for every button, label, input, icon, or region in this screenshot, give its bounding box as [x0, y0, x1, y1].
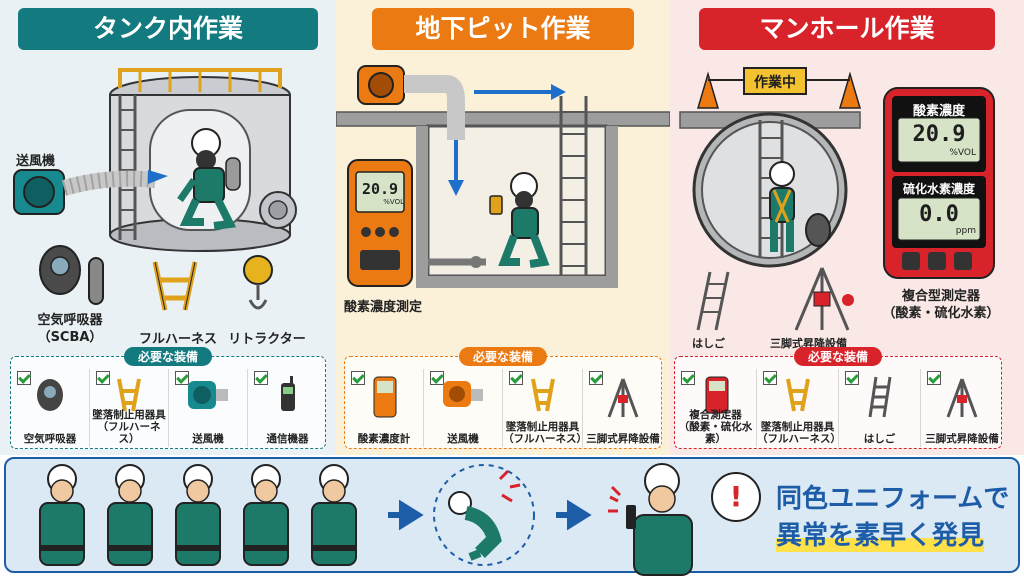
oxygen-measure-label: 酸素濃度測定: [344, 300, 423, 315]
checkbox-icon: [175, 371, 189, 385]
tripod-icon: [607, 378, 639, 418]
fan-icon: [188, 381, 228, 409]
checkbox-icon: [351, 371, 365, 385]
equipment-label: 酸素濃度計: [357, 433, 411, 445]
manhole-required-title: 必要な装備: [793, 347, 883, 366]
checkbox-icon: [254, 371, 268, 385]
arrow-right-icon: [388, 499, 424, 531]
oxygen-meter-icon: [373, 376, 397, 418]
arrow-right-icon: [556, 499, 592, 531]
tank-scene-illustration: [13, 68, 297, 311]
checkbox-icon: [509, 371, 523, 385]
oxygen-unit: %VOL: [949, 148, 976, 158]
alert-icon: !: [729, 480, 743, 513]
equipment-item: 墜落制止用器具 （フルハーネス）: [90, 369, 169, 447]
radio-icon: [280, 376, 295, 411]
oxygen-value: 20.9: [912, 122, 966, 147]
ladder-label: はしご: [692, 337, 725, 350]
equipment-item: 空気呼吸器: [11, 369, 90, 447]
fan-label: 送風機: [16, 154, 56, 169]
checkbox-icon: [763, 371, 777, 385]
tripod-icon: [946, 378, 978, 418]
multi-gas-meter-caption: 複合型測定器 （酸素・硫化水素）: [882, 289, 1000, 321]
checkbox-icon: [589, 371, 603, 385]
slogan-line-2: 異常を素早く発見: [776, 515, 985, 552]
worker-figure: [39, 464, 85, 566]
checkbox-icon: [430, 371, 444, 385]
highlight-circle: [433, 464, 535, 566]
work-in-progress-sign: 作業中: [754, 75, 796, 91]
harness-label: フルハーネス: [138, 332, 217, 347]
scba-mask-icon: [37, 379, 63, 411]
equipment-label: 送風機: [447, 433, 479, 445]
equipment-item: 送風機: [424, 369, 503, 447]
equipment-item: はしご: [839, 369, 921, 447]
equipment-item: 送風機: [169, 369, 248, 447]
equipment-item: 三脚式昇降設備: [583, 369, 663, 447]
worker-figure: [107, 464, 153, 566]
h2s-label: 硫化水素濃度: [902, 182, 975, 196]
checkbox-icon: [17, 371, 31, 385]
pit-required-equipment: 必要な装備 酸素濃度計 送風機 墜落制止用器具 （フルハーネス） 三脚式昇降設備: [344, 347, 663, 449]
alert-bubble: [711, 472, 761, 522]
equipment-label: 墜落制止用器具 （フルハーネス）: [503, 421, 587, 445]
scba-label: 空気呼吸器 （SCBA）: [37, 313, 103, 345]
worker-figure: [311, 464, 357, 566]
manhole-required-equipment: 必要な装備 複合測定器 （酸素・硫化水素） 墜落制止用器具 （フルハーネス） は…: [674, 347, 1003, 449]
checkbox-icon: [845, 371, 859, 385]
h2s-unit: ppm: [955, 226, 976, 236]
ladder-icon: [868, 376, 891, 418]
pit-scene-illustration: [336, 65, 670, 288]
pit-work-title: 地下ピット作業: [372, 8, 634, 50]
reporting-worker-figure: [608, 463, 693, 576]
equipment-label: 空気呼吸器: [23, 433, 77, 445]
equipment-item: 通信機器: [248, 369, 327, 447]
pit-work-panel: 地下ピット作業 20.9 %VOL 酸素濃度測定: [336, 0, 670, 455]
manhole-work-panel: マンホール作業 作業中 酸素濃: [670, 0, 1024, 455]
equipment-item: 複合測定器 （酸素・硫化水素）: [675, 369, 757, 447]
manhole-scene-illustration: [679, 67, 995, 331]
equipment-label: 三脚式昇降設備: [586, 433, 660, 445]
collapsed-worker-figure: [448, 469, 521, 561]
equipment-label: 三脚式昇降設備: [925, 433, 999, 445]
harness-icon: [785, 378, 810, 412]
uniform-workers-illustration: [39, 463, 761, 576]
fan-icon: [443, 381, 483, 407]
checkbox-icon: [927, 371, 941, 385]
checkbox-icon: [96, 371, 110, 385]
checkbox-icon: [681, 371, 695, 385]
equipment-label: 送風機: [192, 433, 224, 445]
equipment-label: 複合測定器 （酸素・硫化水素）: [678, 409, 753, 445]
equipment-label: はしご: [863, 433, 896, 445]
oxygen-label: 酸素濃度: [912, 104, 965, 119]
h2s-value: 0.0: [919, 202, 959, 227]
slogan-line-1: 同色ユニフォームで: [776, 484, 1010, 514]
worker-figure: [243, 464, 289, 566]
tank-work-title: タンク内作業: [18, 8, 318, 50]
pit-required-title: 必要な装備: [458, 347, 548, 366]
tank-required-title: 必要な装備: [123, 347, 213, 366]
equipment-label: 墜落制止用器具 （フルハーネス）: [757, 421, 841, 445]
pit-meter-unit: %VOL: [383, 198, 404, 206]
harness-icon: [117, 378, 141, 412]
tank-work-panel: タンク内作業 送風機: [0, 0, 336, 455]
equipment-item: 墜落制止用器具 （フルハーネス）: [503, 369, 587, 447]
equipment-label: 通信機器: [266, 433, 309, 445]
tripod-label: 三脚式昇降設備: [770, 337, 847, 350]
retractor-label: リトラクター: [228, 332, 306, 347]
tank-required-equipment: 必要な装備 空気呼吸器 墜落制止用器具 （フルハーネス） 送風機 通信機器: [10, 347, 327, 449]
worker-figure: [175, 464, 221, 566]
harness-icon: [530, 378, 555, 412]
equipment-item: 墜落制止用器具 （フルハーネス）: [757, 369, 841, 447]
manhole-work-title: マンホール作業: [699, 8, 995, 50]
pit-meter-value: 20.9: [361, 180, 399, 198]
equipment-item: 三脚式昇降設備: [921, 369, 1003, 447]
equipment-label: 墜落制止用器具 （フルハーネス）: [92, 409, 166, 445]
multi-gas-meter-icon: [705, 376, 728, 414]
equipment-item: 酸素濃度計: [345, 369, 424, 447]
